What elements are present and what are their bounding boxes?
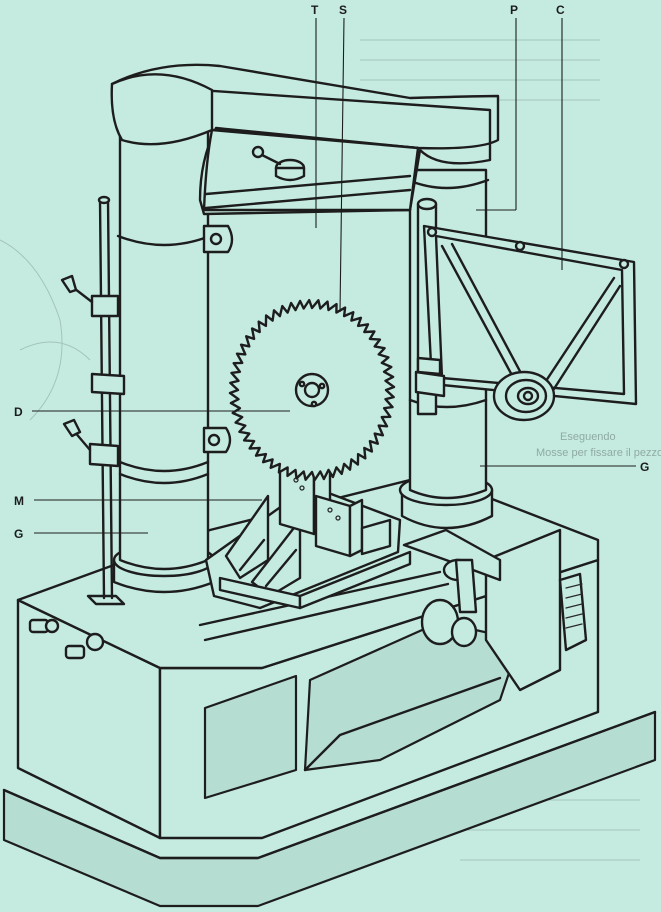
label-M: M (14, 494, 24, 508)
workpiece-vise (204, 460, 412, 610)
label-G-left: G (14, 527, 23, 541)
show-through-text-1: Eseguendo (560, 431, 616, 443)
label-S: S (339, 3, 347, 17)
drive-assembly (402, 528, 588, 692)
control-knob-upper (28, 618, 60, 634)
guide-rod (60, 195, 126, 600)
label-T: T (311, 3, 319, 17)
top-arch (110, 63, 500, 216)
label-P: P (510, 3, 518, 17)
label-G-right: G (640, 460, 649, 474)
carriage-frame (414, 197, 638, 422)
leader-S (339, 17, 345, 313)
label-D: D (14, 405, 23, 419)
part-labels: T S P C D M G G (14, 3, 649, 541)
control-knob-lower (64, 632, 105, 660)
leader-lines (32, 17, 636, 534)
show-through-layer: Eseguendo Mosse per fissare il pezzo (0, 39, 661, 861)
show-through-text-2: Mosse per fissare il pezzo (536, 447, 661, 459)
left-column (112, 88, 234, 594)
saw-blade (228, 298, 396, 482)
label-C: C (556, 3, 565, 17)
